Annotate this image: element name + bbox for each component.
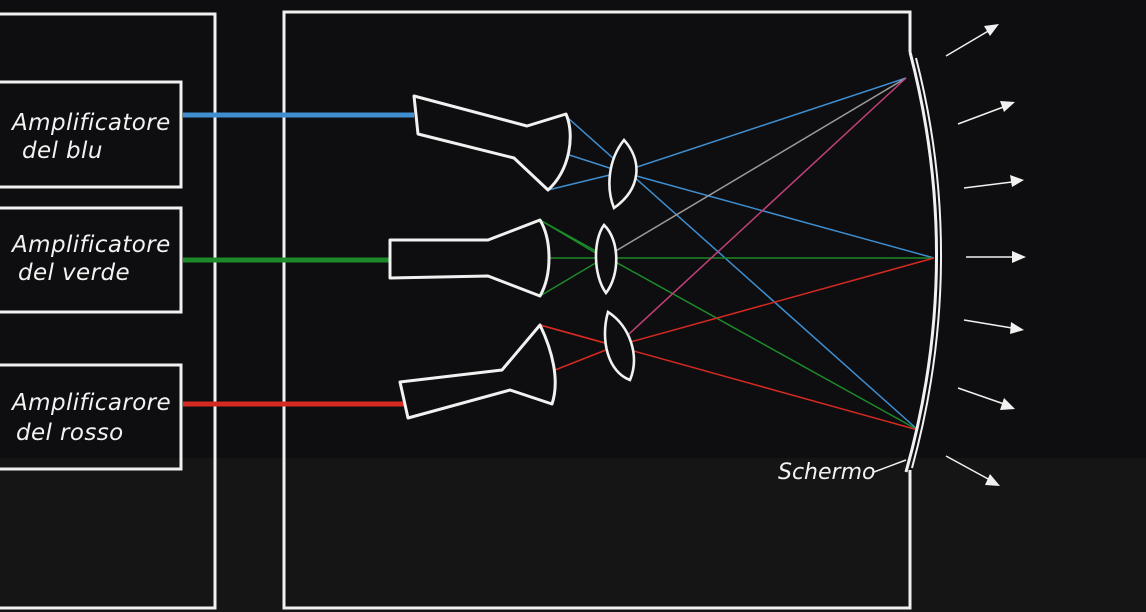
arrow-7-head (985, 474, 1000, 486)
ray-blue-top (621, 77, 907, 173)
screen-label: Schermo (778, 460, 875, 485)
arrow-6-shaft (957, 387, 1005, 405)
amplifier-box-green (0, 206, 183, 314)
arrow-2-head (1000, 101, 1015, 112)
ray-red-top (615, 77, 907, 347)
amplifier-blue-line2: del blu (22, 138, 103, 164)
amplifier-blue-line1: Amplificatore (10, 110, 171, 136)
light-rays (539, 77, 935, 431)
crt-tube-green (388, 218, 551, 298)
amplifier-box-blue (0, 80, 183, 189)
arrow-1-shaft (945, 29, 991, 57)
amplifier-red-line2: del rosso (16, 420, 124, 446)
ray-red-lower-in (549, 345, 617, 373)
arrow-5-shaft (963, 319, 1013, 329)
ray-blue-center (621, 171, 935, 259)
ray-green-lower-in (539, 257, 605, 297)
amplifier-green-line2: del verde (18, 260, 130, 286)
ray-green-top (603, 77, 907, 259)
amplifier-green-line1: Amplificatore (10, 232, 171, 258)
arrow-4-head (1012, 251, 1026, 263)
projection-screen-inner (911, 57, 943, 469)
projection-screen (904, 51, 939, 473)
lens-green (594, 223, 618, 296)
lower-background-band (0, 458, 1146, 612)
arrow-6-head (1000, 398, 1015, 410)
crt-tube-blue (412, 94, 572, 192)
amplifier-box-red (0, 363, 183, 471)
arrow-3-shaft (963, 181, 1013, 189)
screen-label-leader (873, 459, 907, 473)
outgoing-light-arrows (945, 24, 1026, 486)
arrow-3-head (1010, 175, 1024, 187)
lens-blue (608, 137, 638, 211)
arrow-2-shaft (957, 105, 1007, 125)
amplifier-red-line1: Amplificarore (10, 390, 171, 416)
arrow-5-head (1010, 322, 1024, 334)
ray-red-bottom (539, 324, 919, 431)
crt-tube-red (398, 323, 557, 420)
arrow-7-shaft (945, 455, 991, 481)
ray-red-center (615, 257, 935, 347)
lens-red (603, 309, 636, 382)
projector-cabinet (282, 10, 912, 610)
amplifiers-enclosure (0, 12, 217, 610)
arrow-1-head (984, 24, 999, 36)
